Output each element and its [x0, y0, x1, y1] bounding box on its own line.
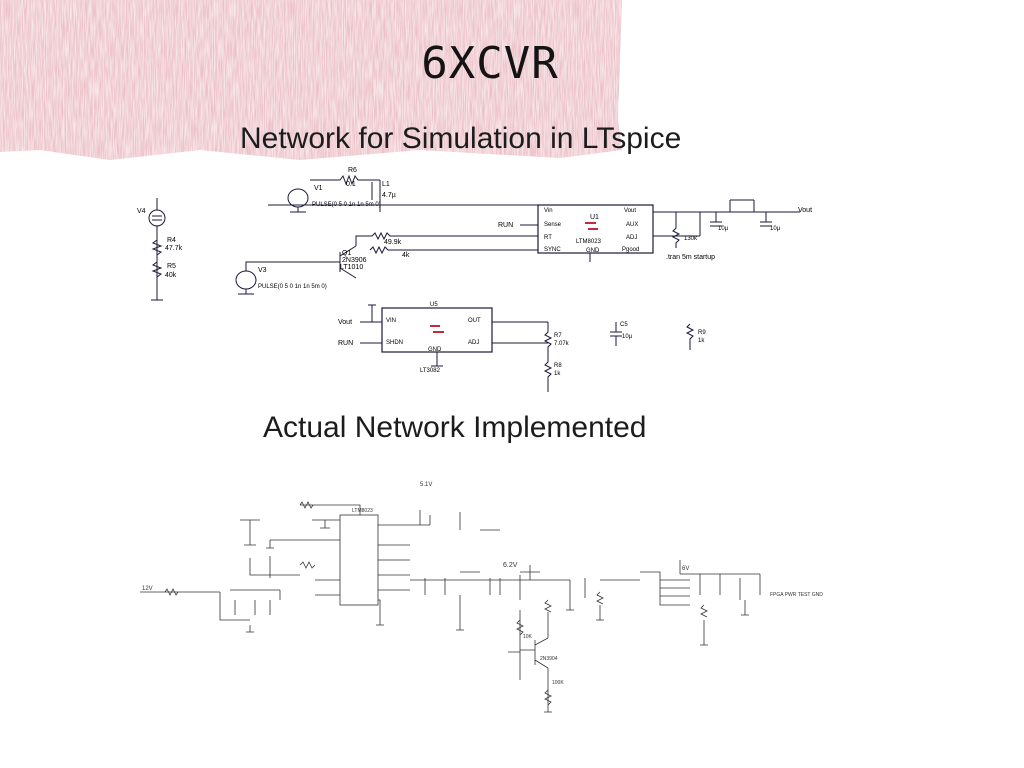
r8-label: R8 [554, 363, 562, 369]
r7-label: R7 [554, 333, 562, 339]
r7-value: 7.07k [554, 341, 570, 347]
run2-net: RUN [338, 340, 353, 347]
u1-pin-aux: AUX [626, 222, 638, 228]
actual-u-name: LTM8023 [352, 508, 373, 514]
v3-spec: PULSE(0 5 0 1n 1n 5m 0) [258, 284, 327, 290]
r4-value: 47.7k [165, 245, 183, 252]
c2-value: 10µ [770, 226, 781, 232]
caption-simulation: Network for Simulation in LTspice [240, 122, 682, 155]
u1-pin-vout: Vout [624, 208, 636, 214]
u5-name: LT3082 [420, 368, 441, 374]
c5-value: 10µ [622, 334, 633, 340]
r5-label: R5 [167, 263, 176, 270]
v3-source [235, 261, 326, 295]
u5-pin-vin: VIN [386, 318, 396, 324]
vout-net: Vout [798, 207, 812, 214]
u5-lt3082 [360, 304, 695, 392]
u1-pin-sense: Sense [544, 222, 562, 228]
right-section [566, 560, 761, 646]
res-a-label: 10K [523, 634, 533, 640]
r6-value: 0.1 [346, 181, 356, 188]
res-b-label: 100K [552, 680, 564, 686]
r5-value: 40k [165, 272, 177, 279]
u1-pin-pgood: Pgood [622, 247, 639, 253]
u1-name: LTM8023 [576, 239, 602, 245]
vin-net: 12V [142, 586, 153, 592]
c1-value: 10µ [718, 226, 729, 232]
u5-label: U5 [430, 302, 438, 308]
lt-logo-u5 [430, 325, 444, 333]
u1-label: U1 [590, 214, 599, 221]
r6-label: R6 [348, 167, 357, 174]
r8-value: 1k [554, 371, 561, 377]
u1-pin-adj: ADJ [626, 235, 637, 241]
run-net: RUN [498, 222, 513, 229]
c5-label: C5 [620, 322, 628, 328]
actual-top-net: 5.1V [420, 482, 432, 488]
r9-value: 1k [698, 338, 705, 344]
u1-gnd: GND [586, 248, 600, 254]
v1-source [287, 174, 381, 213]
v3-label: V3 [258, 267, 267, 274]
u5-pin-out: OUT [468, 318, 481, 324]
u1-pin-rt: RT [544, 235, 552, 241]
r9-label: R9 [698, 330, 706, 336]
lt-logo-u1 [585, 222, 598, 230]
slide-title: 6XCVR [421, 38, 559, 89]
lt1010-label: LT1010 [340, 264, 363, 271]
v4-source [148, 198, 166, 301]
net-6v: 6V [682, 566, 689, 572]
r2-value: 49.9k [384, 239, 402, 246]
u1-pin-vin: Vin [544, 208, 553, 214]
caption-actual: Actual Network Implemented [263, 411, 647, 444]
r3-value: 4k [402, 252, 410, 259]
l1-value: 4.7µ [382, 192, 396, 199]
net-62v: 6.2V [503, 562, 518, 569]
u1-pin-sync: SYNC [544, 247, 561, 253]
u1-ltm8023 [420, 199, 800, 262]
input-section [140, 588, 384, 633]
q1-label: Q1 [342, 250, 351, 257]
fpga-label: FPGA PWR TEST GND [770, 592, 823, 598]
output-filter [410, 565, 570, 713]
vout2-net: Vout [338, 319, 352, 326]
v1-label: V1 [314, 185, 323, 192]
u5-pin-shdn: SHDN [386, 340, 403, 346]
tran-directive: .tran 5m startup [666, 254, 715, 261]
r4-label: R4 [167, 237, 176, 244]
transistor-label: 2N3904 [540, 656, 558, 662]
v4-label: V4 [137, 208, 146, 215]
r1-value: 130k [684, 236, 698, 242]
u5-pin-adj: ADJ [468, 340, 479, 346]
u5-gnd: GND [428, 347, 442, 353]
l1-label: L1 [382, 181, 390, 188]
regulator-block [240, 501, 500, 606]
q1-value: 2N3906 [342, 257, 367, 264]
